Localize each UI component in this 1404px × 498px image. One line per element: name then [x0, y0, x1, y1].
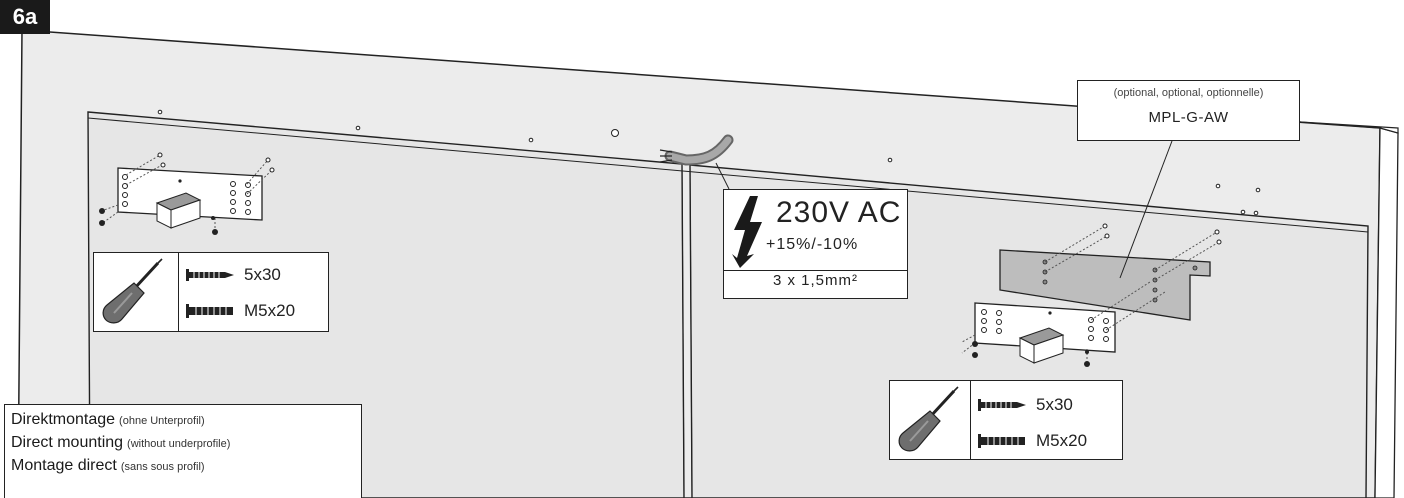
frame-top-edge [1299, 121, 1399, 134]
mounting-sub: (without underprofile) [127, 438, 231, 450]
mounting-line-fr: Montage direct(sans sous profil) [11, 455, 361, 478]
wood-screw-icon [978, 399, 1026, 411]
screw-label: M5x20 [244, 301, 296, 320]
voltage-box: 230V AC +15%/-10% 3 x 1,5mm² [723, 189, 908, 299]
cable-leader [715, 162, 730, 190]
mounting-sub: (sans sous profil) [120, 461, 205, 473]
lightning-icon [732, 196, 762, 268]
mounting-main: Direktmontage [11, 411, 116, 428]
wood-screw-icon [186, 269, 234, 281]
frame-holes [157, 109, 1261, 216]
mounting-line-de: Direktmontage(ohne Unterprofil) [11, 409, 361, 432]
tool-box-divider [178, 253, 179, 331]
door-gap-left [681, 163, 685, 498]
mounting-main: Direct mounting [11, 434, 124, 451]
mounting-type-legend: Direktmontage(ohne Unterprofil) Direct m… [4, 404, 362, 498]
tool-box-left: 5x30 M5x20 [93, 252, 329, 332]
mounting-main: Montage direct [11, 457, 117, 474]
tool-box-divider [970, 381, 971, 459]
mounting-plate-right [961, 223, 1222, 367]
door-top-edge [87, 117, 1369, 233]
machine-screw-icon [186, 304, 233, 318]
mounting-sub: (ohne Unterprofil) [119, 415, 205, 427]
step-badge: 6a [0, 0, 50, 34]
screwdriver-icon [898, 386, 959, 452]
screw-label: 5x30 [1036, 395, 1073, 414]
optional-part-box: (optional, optional, optionnelle) MPL-G-… [1077, 80, 1300, 141]
door-gap-right [689, 164, 693, 498]
optional-leader [1119, 140, 1173, 279]
optional-part-number: MPL-G-AW [1148, 109, 1229, 126]
screw-row-machine: M5x20 [186, 299, 295, 323]
voltage-tolerance: +15%/-10% [766, 236, 859, 253]
voltage-value: 230V AC [776, 196, 902, 229]
mounting-plate-left [99, 152, 275, 235]
tool-box-right: 5x30 M5x20 [889, 380, 1123, 460]
screw-row-machine: M5x20 [978, 429, 1087, 453]
screwdriver-icon [102, 258, 163, 324]
screw-row-wood: 5x30 [186, 263, 281, 287]
mounting-line-en: Direct mounting(without underprofile) [11, 432, 361, 455]
screw-row-wood: 5x30 [978, 393, 1073, 417]
screw-label: 5x30 [244, 265, 281, 284]
cable-spec: 3 x 1,5mm² [772, 272, 858, 289]
machine-screw-icon [978, 434, 1025, 448]
screw-label: M5x20 [1036, 431, 1088, 450]
cable-wires [659, 149, 673, 163]
voltage-divider [724, 270, 907, 271]
optional-note: (optional, optional, optionnelle) [1113, 87, 1264, 99]
